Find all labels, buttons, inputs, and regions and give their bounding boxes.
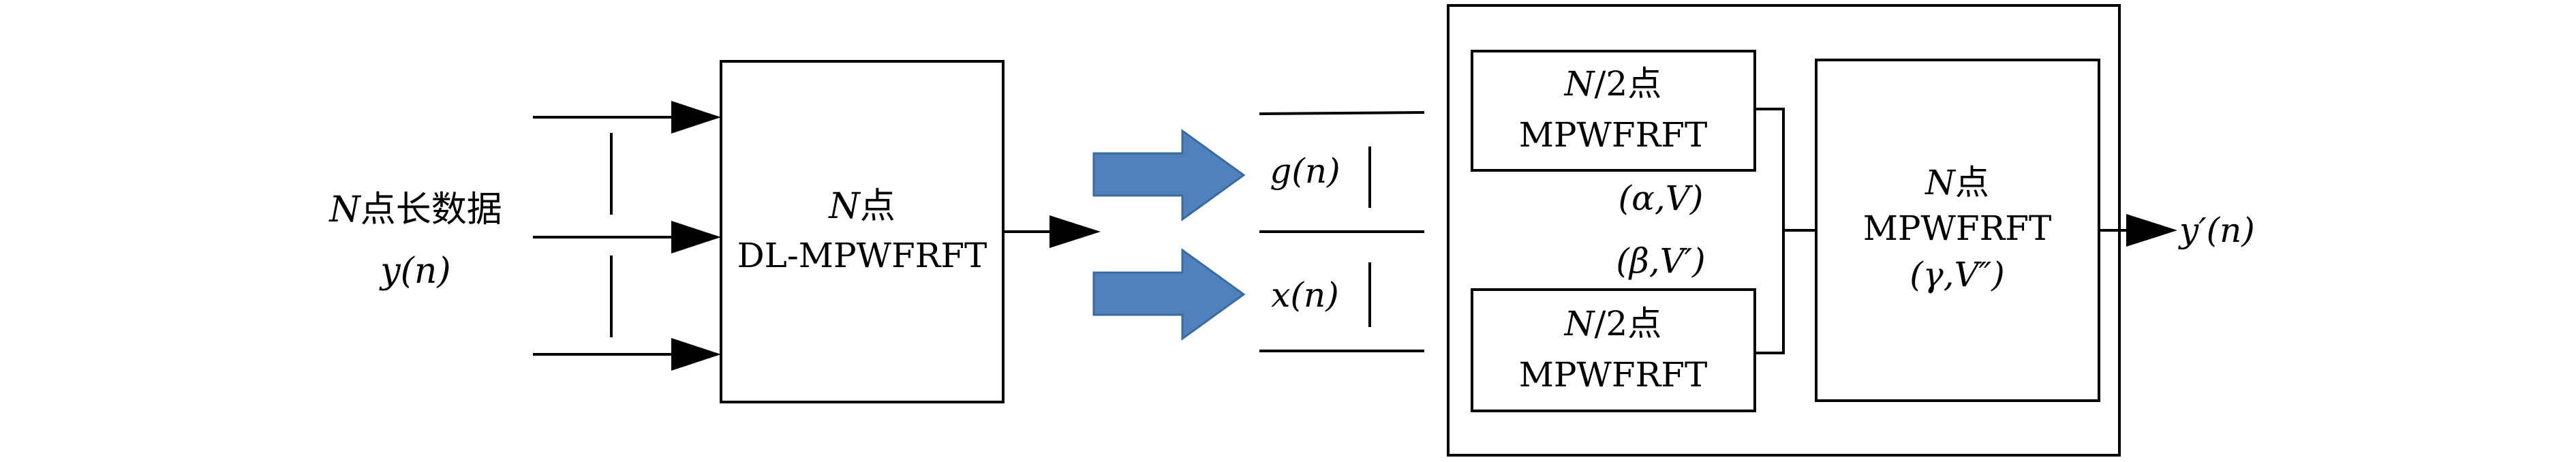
input-n-symbol: N bbox=[328, 189, 361, 230]
final-block-title: N点 bbox=[1925, 163, 1989, 202]
upper-sub-prefix: N bbox=[1564, 64, 1596, 104]
dl-block-title-suffix: 点 bbox=[860, 186, 895, 227]
dl-block-name: DL-MPWFRFT bbox=[737, 236, 987, 275]
signal-x-label: x(n) bbox=[1271, 275, 1338, 315]
input-title-suffix: 点长数据 bbox=[361, 189, 502, 230]
upper-sub-params: (α,V) bbox=[1619, 179, 1704, 218]
flow-arrow-upper bbox=[1092, 129, 1246, 221]
dl-block-frame bbox=[720, 60, 1005, 403]
lower-sub-params: (β,V′) bbox=[1616, 241, 1705, 281]
lower-sub-prefix: N bbox=[1564, 304, 1596, 343]
input-lines bbox=[533, 101, 721, 371]
final-block-params: (γ,V″) bbox=[1910, 255, 2005, 294]
flow-arrow-lower bbox=[1092, 248, 1246, 341]
final-block-name: MPWFRFT bbox=[1863, 209, 2052, 248]
lower-sub-block: N/2点 MPWFRFT bbox=[1471, 288, 1756, 412]
input-arrowhead-middle bbox=[671, 221, 721, 253]
final-block-n-symbol: N bbox=[1925, 163, 1957, 202]
lower-sub-title: N/2点 bbox=[1564, 304, 1661, 343]
input-signal: y(n) bbox=[379, 251, 450, 292]
upper-sub-suffix: /2点 bbox=[1595, 64, 1662, 104]
final-block: N点 MPWFRFT (γ,V″) bbox=[1815, 59, 2100, 402]
split-line-top bbox=[1259, 111, 1425, 115]
final-block-frame bbox=[1815, 59, 2100, 402]
upper-sub-name: MPWFRFT bbox=[1519, 115, 1708, 155]
dl-block-title: N点 bbox=[827, 186, 895, 227]
final-output-arrowhead bbox=[2126, 214, 2177, 247]
output-signal: y′(n) bbox=[2178, 211, 2255, 250]
signal-g-label: g(n) bbox=[1270, 151, 1340, 191]
dl-output-arrowhead bbox=[1049, 215, 1101, 248]
upper-sub-block: N/2点 MPWFRFT bbox=[1471, 50, 1756, 172]
combine-bracket bbox=[1755, 108, 1816, 354]
final-block-title-suffix: 点 bbox=[1955, 163, 1989, 202]
input-arrowhead-bottom bbox=[671, 338, 721, 371]
split-signal-lines bbox=[1259, 111, 1425, 352]
dl-mpwfrft-block: N点 DL-MPWFRFT bbox=[720, 60, 1005, 403]
input-arrowhead-top bbox=[671, 101, 721, 134]
upper-sub-frame bbox=[1471, 50, 1756, 172]
lower-sub-suffix: /2点 bbox=[1595, 304, 1662, 343]
upper-sub-title: N/2点 bbox=[1564, 64, 1661, 104]
lower-sub-frame bbox=[1471, 288, 1756, 412]
input-title: N点长数据 bbox=[328, 189, 502, 230]
lower-sub-name: MPWFRFT bbox=[1519, 355, 1708, 395]
dl-block-n-symbol: N bbox=[827, 186, 861, 227]
